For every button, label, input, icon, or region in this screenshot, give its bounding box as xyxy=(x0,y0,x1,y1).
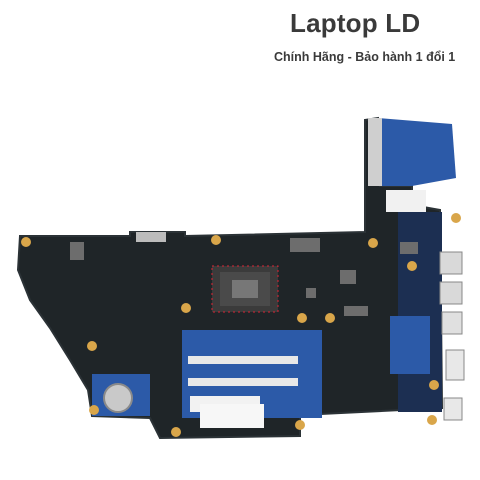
ram-slot-2 xyxy=(188,378,298,386)
small-components xyxy=(70,238,418,316)
ram-slot-1 xyxy=(188,356,298,364)
usb-port-2 xyxy=(439,281,463,305)
battery-connector xyxy=(136,232,166,242)
hdmi-port-icon xyxy=(441,311,463,335)
port-5 xyxy=(443,397,463,421)
port-4 xyxy=(445,349,465,381)
sata-connector xyxy=(368,118,382,186)
ram-label-2 xyxy=(200,404,264,428)
cpu-die xyxy=(232,280,258,298)
usb-port-icon xyxy=(439,251,463,275)
brand-title: Laptop LD xyxy=(290,8,421,38)
brand-subtitle: Chính Hãng - Bảo hành 1 đổi 1 xyxy=(274,50,456,64)
mounting-holes xyxy=(21,213,461,437)
blue-io-block xyxy=(390,316,430,374)
cmos-battery-icon xyxy=(103,383,133,413)
label-sticker xyxy=(386,190,426,212)
blue-side-board xyxy=(378,118,456,186)
